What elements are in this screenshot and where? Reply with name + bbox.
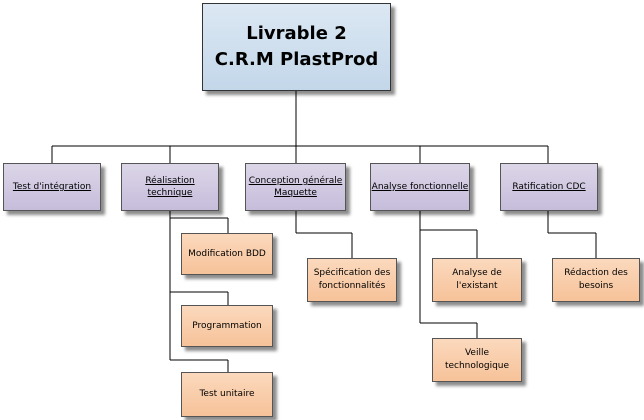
task-label: Test unitaire [199, 389, 255, 399]
task-specification-fonctionnalites: Spécification des fonctionnalités [307, 258, 397, 302]
task-label: Rédaction des besoins [564, 268, 628, 291]
branch-test-integration: Test d'intégration [3, 163, 101, 211]
task-redaction-besoins: Rédaction des besoins [552, 258, 640, 302]
task-label: Veille technologique [444, 348, 510, 371]
task-label: Analyse de l'existant [452, 268, 502, 291]
branch-label: Analyse fonctionnelle [371, 182, 469, 192]
task-modification-bdd: Modification BDD [181, 233, 273, 275]
root-node: Livrable 2 C.R.M PlastProd [202, 3, 391, 91]
root-title-line2: C.R.M PlastProd [214, 49, 379, 70]
task-label: Modification BDD [188, 248, 266, 259]
task-veille-technologique: Veille technologique [432, 338, 522, 382]
branch-analyse-fonctionnelle: Analyse fonctionnelle [370, 163, 470, 211]
branch-label: Ratification CDC [512, 182, 586, 192]
task-label: Programmation [192, 320, 262, 331]
branch-label: Réalisation technique [145, 176, 195, 198]
task-test-unitaire: Test unitaire [181, 372, 273, 417]
branch-realisation-technique: Réalisation technique [121, 163, 219, 211]
root-title-line1: Livrable 2 [246, 23, 347, 44]
task-programmation: Programmation [181, 305, 273, 347]
branch-conception-generale: Conception générale Maquette [245, 163, 346, 211]
branch-label: Test d'intégration [12, 182, 92, 192]
branch-ratification-cdc: Ratification CDC [500, 163, 598, 211]
branch-label: Conception générale Maquette [248, 176, 343, 198]
task-analyse-existant: Analyse de l'existant [432, 258, 522, 302]
task-label: Spécification des fonctionnalités [313, 268, 391, 291]
